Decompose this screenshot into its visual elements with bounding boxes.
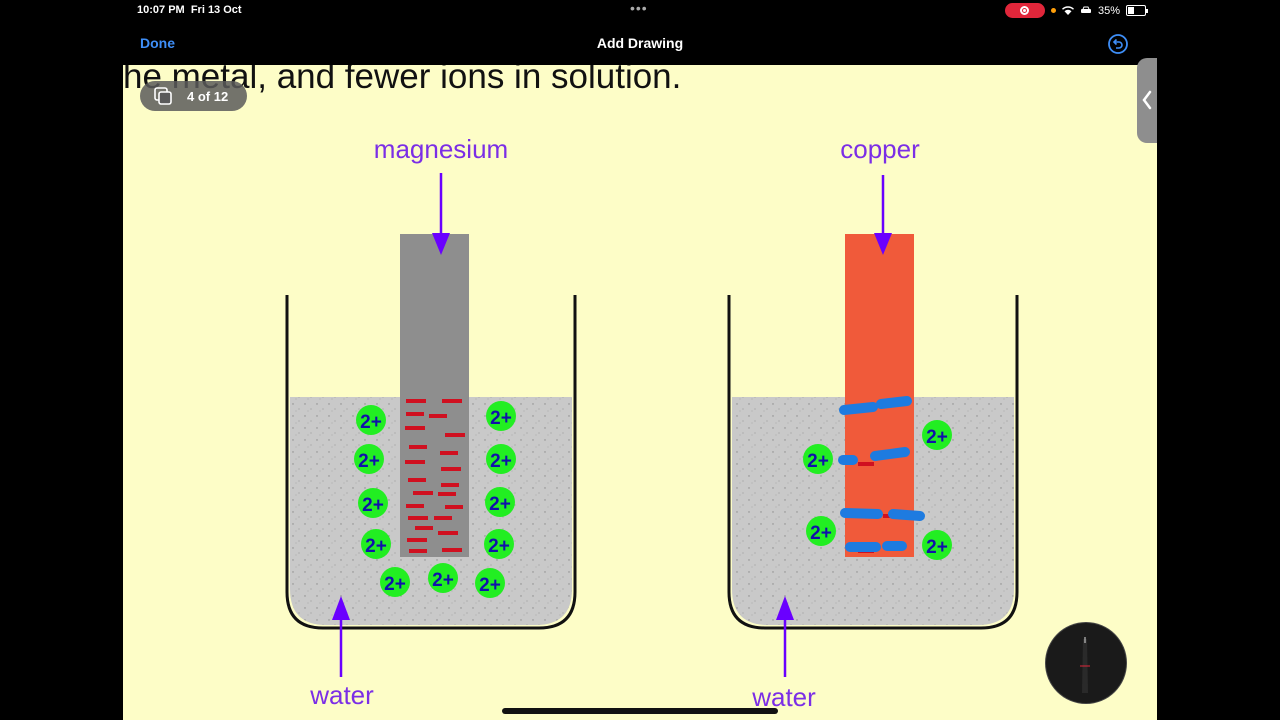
svg-text:2+: 2+: [384, 574, 406, 595]
battery-percent: 35%: [1097, 4, 1120, 17]
svg-text:2+: 2+: [479, 575, 501, 596]
sidebar-handle[interactable]: [1137, 58, 1157, 143]
svg-text:2+: 2+: [926, 537, 948, 558]
magnesium-strip: [400, 234, 469, 557]
ion-marker: 2+: [428, 563, 458, 593]
drawing-canvas[interactable]: he metal, and fewer ions in solution. 4 …: [123, 65, 1157, 720]
svg-text:2+: 2+: [926, 427, 948, 448]
home-indicator[interactable]: [502, 708, 778, 714]
svg-text:2+: 2+: [810, 523, 832, 544]
ion-marker: 2+: [922, 530, 952, 560]
mic-indicator-icon: [1050, 8, 1056, 13]
svg-text:2+: 2+: [490, 408, 512, 429]
ion-marker: 2+: [922, 420, 952, 450]
svg-text:2+: 2+: [365, 536, 387, 557]
copper-strip: [845, 234, 914, 557]
battery-icon: [1126, 5, 1148, 16]
ion-marker: 2+: [354, 444, 384, 474]
chevron-left-icon: [1142, 90, 1152, 110]
pencil-tool-button[interactable]: [1046, 623, 1126, 703]
handwritten-ink-strokes: [838, 396, 925, 552]
svg-text:2+: 2+: [358, 451, 380, 472]
magnesium-arrow: [432, 173, 450, 255]
copper-label: copper: [840, 134, 920, 164]
ion-marker: 2+: [803, 444, 833, 474]
status-bar: 10:07 PM Fri 13 Oct ••• 35%: [0, 0, 1280, 22]
right-beaker-outline: [727, 295, 1019, 630]
multitasking-dots-icon[interactable]: •••: [630, 0, 648, 16]
ion-marker: 2+: [484, 529, 514, 559]
svg-text:2+: 2+: [362, 495, 384, 516]
ion-marker: 2+: [486, 444, 516, 474]
right-water-label: water: [751, 682, 816, 712]
ion-marker: 2+: [358, 488, 388, 518]
left-beaker-outline: [285, 295, 577, 630]
right-water-arrow: [776, 596, 794, 677]
page-indicator[interactable]: 4 of 12: [140, 81, 247, 111]
svg-text:2+: 2+: [432, 570, 454, 591]
pages-icon: [154, 87, 172, 105]
pencil-icon: [1080, 637, 1090, 693]
magnesium-label: magnesium: [374, 134, 508, 164]
svg-text:2+: 2+: [489, 494, 511, 515]
undo-icon[interactable]: [1107, 33, 1129, 55]
ion-marker: 2+: [380, 567, 410, 597]
ion-marker: 2+: [486, 401, 516, 431]
ion-marker: 2+: [806, 516, 836, 546]
svg-text:2+: 2+: [360, 412, 382, 433]
ion-marker: 2+: [475, 568, 505, 598]
svg-text:2+: 2+: [490, 451, 512, 472]
electrochemistry-diagram: magnesium water 2+ 2+ 2+ 2+ 2+ 2+ 2+ 2+ …: [285, 134, 1019, 712]
left-water-arrow: [332, 596, 350, 677]
copper-arrow: [874, 175, 892, 255]
nav-bar: Done Add Drawing: [0, 22, 1280, 65]
magnesium-electron-marks: [405, 399, 465, 553]
ion-marker: 2+: [356, 405, 386, 435]
ion-marker: 2+: [361, 529, 391, 559]
ion-marker: 2+: [485, 487, 515, 517]
done-button[interactable]: Done: [140, 35, 175, 51]
car-icon: [1080, 6, 1091, 13]
nav-title: Add Drawing: [596, 35, 684, 51]
status-indicators: 35%: [1004, 3, 1148, 18]
svg-text:2+: 2+: [488, 536, 510, 557]
right-ion-group: 2+ 2+ 2+ 2+: [803, 420, 952, 560]
left-water-label: water: [309, 680, 374, 710]
left-ion-group: 2+ 2+ 2+ 2+ 2+ 2+ 2+ 2+ 2+ 2+ 2+: [354, 401, 516, 598]
screen-recording-icon[interactable]: [1004, 3, 1045, 18]
wifi-icon: [1061, 6, 1074, 15]
status-time: 10:07 PM Fri 13 Oct: [137, 4, 242, 16]
svg-text:2+: 2+: [807, 451, 829, 472]
